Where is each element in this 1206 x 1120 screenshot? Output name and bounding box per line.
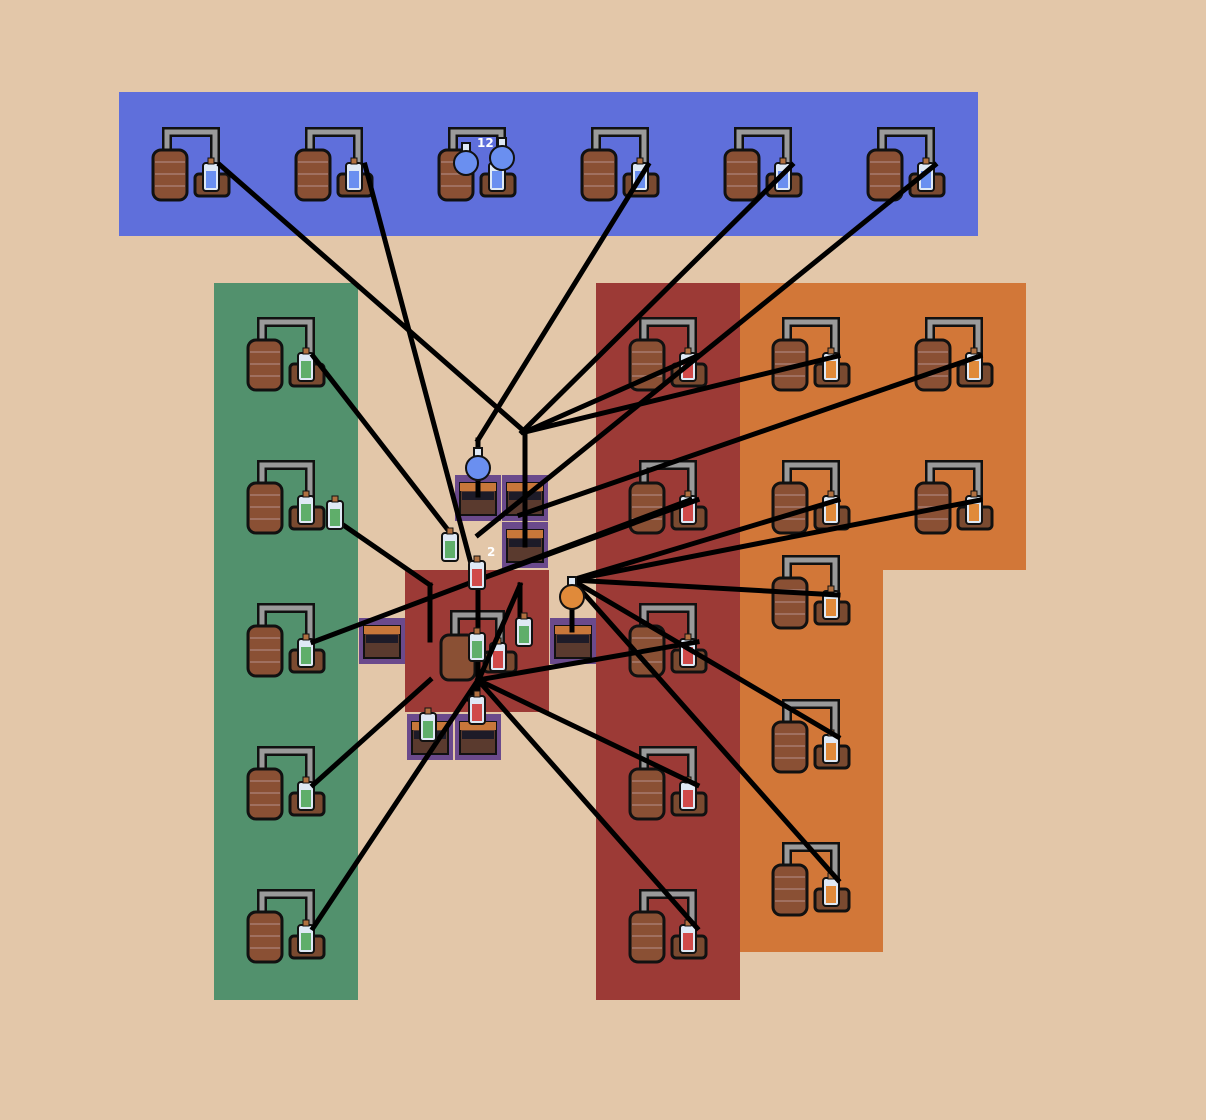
orange-potion-icon — [822, 872, 840, 907]
transport-link — [466, 581, 524, 704]
green-zone — [214, 283, 358, 1000]
green-brewing-station[interactable] — [246, 603, 326, 678]
transport-link — [309, 352, 452, 534]
blue-flask-item — [453, 142, 479, 176]
transport-link — [521, 352, 842, 436]
blue-potion-icon — [345, 157, 363, 192]
blue-brewing-station[interactable] — [294, 127, 374, 202]
transport-link — [568, 576, 842, 884]
transport-link — [475, 639, 700, 683]
red-zone — [596, 283, 740, 1000]
green-potion-icon — [297, 633, 315, 668]
red-potion-item — [468, 555, 486, 590]
green-potion-item — [326, 495, 344, 530]
transport-link — [569, 497, 983, 583]
orange-flask-item — [559, 576, 585, 610]
blue-potion-icon — [202, 157, 220, 192]
orange-potion-icon — [965, 347, 983, 382]
transport-link — [568, 576, 842, 741]
transport-link — [518, 161, 796, 436]
transport-link — [516, 352, 984, 519]
blue-flask-item — [465, 447, 491, 481]
orange-potion-icon — [822, 585, 840, 620]
storage-chest[interactable] — [359, 618, 405, 664]
orange-zone — [740, 283, 1026, 952]
transport-link — [474, 676, 701, 789]
green-potion-icon — [297, 919, 315, 954]
red-potion-item — [468, 690, 486, 725]
red-potion-icon — [679, 919, 697, 954]
transport-link — [474, 161, 652, 444]
storage-chest[interactable] — [455, 714, 501, 760]
green-potion-icon — [297, 347, 315, 382]
green-potion-icon — [297, 490, 315, 525]
transport-link — [309, 496, 694, 646]
transport-link — [569, 577, 841, 598]
green-brewing-station[interactable] — [246, 889, 326, 964]
blue-zone — [119, 92, 978, 236]
transport-link — [474, 676, 701, 932]
red-stack-count: 2 — [487, 545, 495, 559]
green-potion-item — [419, 707, 437, 742]
transport-link — [216, 161, 529, 436]
blue-stack-count: 12 — [477, 136, 494, 150]
blue-brewing-station[interactable] — [866, 127, 946, 202]
blue-brewing-station[interactable] — [151, 127, 231, 202]
orange-potion-icon — [822, 347, 840, 382]
green-brewing-station[interactable] — [246, 460, 326, 535]
transport-link — [474, 161, 939, 539]
blue-flask-item — [489, 137, 515, 171]
transport-link — [309, 676, 434, 789]
orange-brewing-station[interactable] — [914, 317, 994, 392]
green-potion-item — [515, 612, 533, 647]
green-potion-item — [468, 627, 486, 662]
green-brewing-station[interactable] — [246, 317, 326, 392]
transport-link — [521, 352, 701, 436]
transport-link — [361, 161, 474, 564]
green-potion-item — [441, 527, 459, 562]
green-potion-icon — [297, 776, 315, 811]
blue-brewing-station[interactable] — [580, 127, 660, 202]
green-brewing-station[interactable] — [246, 746, 326, 821]
orange-potion-icon — [822, 490, 840, 525]
transport-link — [568, 496, 842, 584]
transport-link — [309, 676, 482, 932]
orange-brewing-station[interactable] — [771, 317, 851, 392]
orange-potion-icon — [965, 490, 983, 525]
transport-link — [332, 516, 434, 589]
